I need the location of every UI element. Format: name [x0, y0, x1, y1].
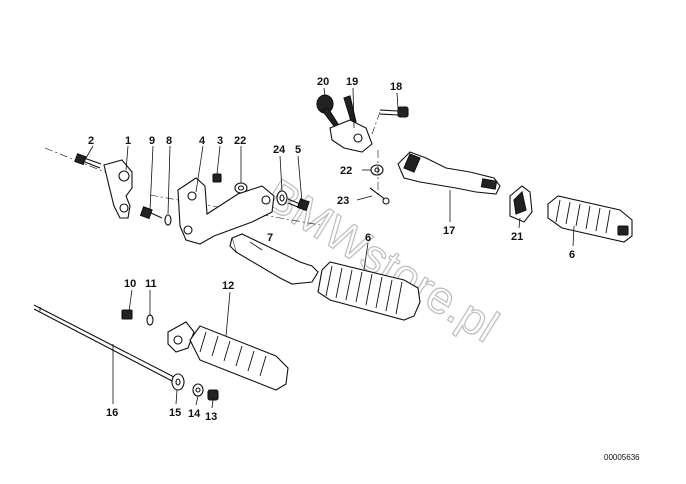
callout-22-left: 22 — [234, 135, 246, 147]
bracket-1 — [103, 159, 133, 219]
part-group-lever — [316, 94, 409, 205]
callout-24: 24 — [273, 144, 286, 156]
footrest-bracket-7 — [229, 233, 319, 285]
knob-20 — [316, 94, 339, 127]
callout-6-center: 6 — [365, 232, 371, 244]
bolt-5 — [287, 198, 310, 212]
callout-6-right: 6 — [569, 249, 575, 261]
callout-2: 2 — [88, 135, 94, 147]
callout-22-right: 22 — [340, 165, 352, 177]
callout-17: 17 — [443, 225, 455, 237]
rubber-pad-6-right — [547, 195, 633, 243]
nut-10 — [121, 309, 133, 320]
washer-15 — [171, 373, 185, 391]
callout-7: 7 — [267, 232, 273, 244]
callout-13: 13 — [205, 411, 217, 423]
callout-9: 9 — [149, 135, 155, 147]
screw-18 — [371, 106, 409, 135]
callout-20: 20 — [317, 76, 329, 88]
bolt-2 — [74, 153, 102, 169]
washer-22-left — [234, 182, 248, 194]
washer-14 — [192, 383, 204, 397]
bolt-9 — [139, 206, 163, 220]
washer-11 — [146, 314, 154, 326]
plate-4 — [177, 177, 275, 245]
callout-12: 12 — [222, 280, 234, 292]
leader-lines — [85, 87, 575, 409]
callout-8: 8 — [166, 135, 172, 147]
reference-number: 00005636 — [604, 453, 640, 462]
washer-22-right — [370, 164, 384, 176]
callout-21: 21 — [511, 231, 523, 243]
callouts: 2 1 9 8 4 3 22 24 5 6 7 20 19 18 22 23 1… — [88, 76, 575, 423]
insert-21 — [509, 185, 533, 223]
washer-8 — [164, 214, 172, 226]
rubber-pad-6-center — [317, 261, 421, 321]
callout-23: 23 — [337, 195, 349, 207]
callout-4: 4 — [199, 135, 206, 147]
footrest-12 — [167, 321, 289, 391]
callout-19: 19 — [346, 76, 358, 88]
nut-3 — [212, 173, 222, 183]
callout-5: 5 — [295, 144, 301, 156]
callout-11: 11 — [145, 278, 157, 290]
footrest-17 — [397, 151, 501, 195]
pin-23 — [369, 187, 390, 205]
callout-15: 15 — [169, 407, 181, 419]
lever-19 — [329, 95, 373, 153]
callout-16: 16 — [106, 407, 118, 419]
callout-14: 14 — [188, 408, 201, 420]
nut-13 — [207, 389, 219, 401]
washer-24 — [276, 190, 288, 206]
rod-16 — [33, 304, 177, 383]
part-group-bracket — [44, 147, 321, 245]
callout-10: 10 — [124, 278, 136, 290]
callout-1: 1 — [125, 135, 131, 147]
callout-3: 3 — [217, 135, 223, 147]
callout-18: 18 — [390, 81, 402, 93]
